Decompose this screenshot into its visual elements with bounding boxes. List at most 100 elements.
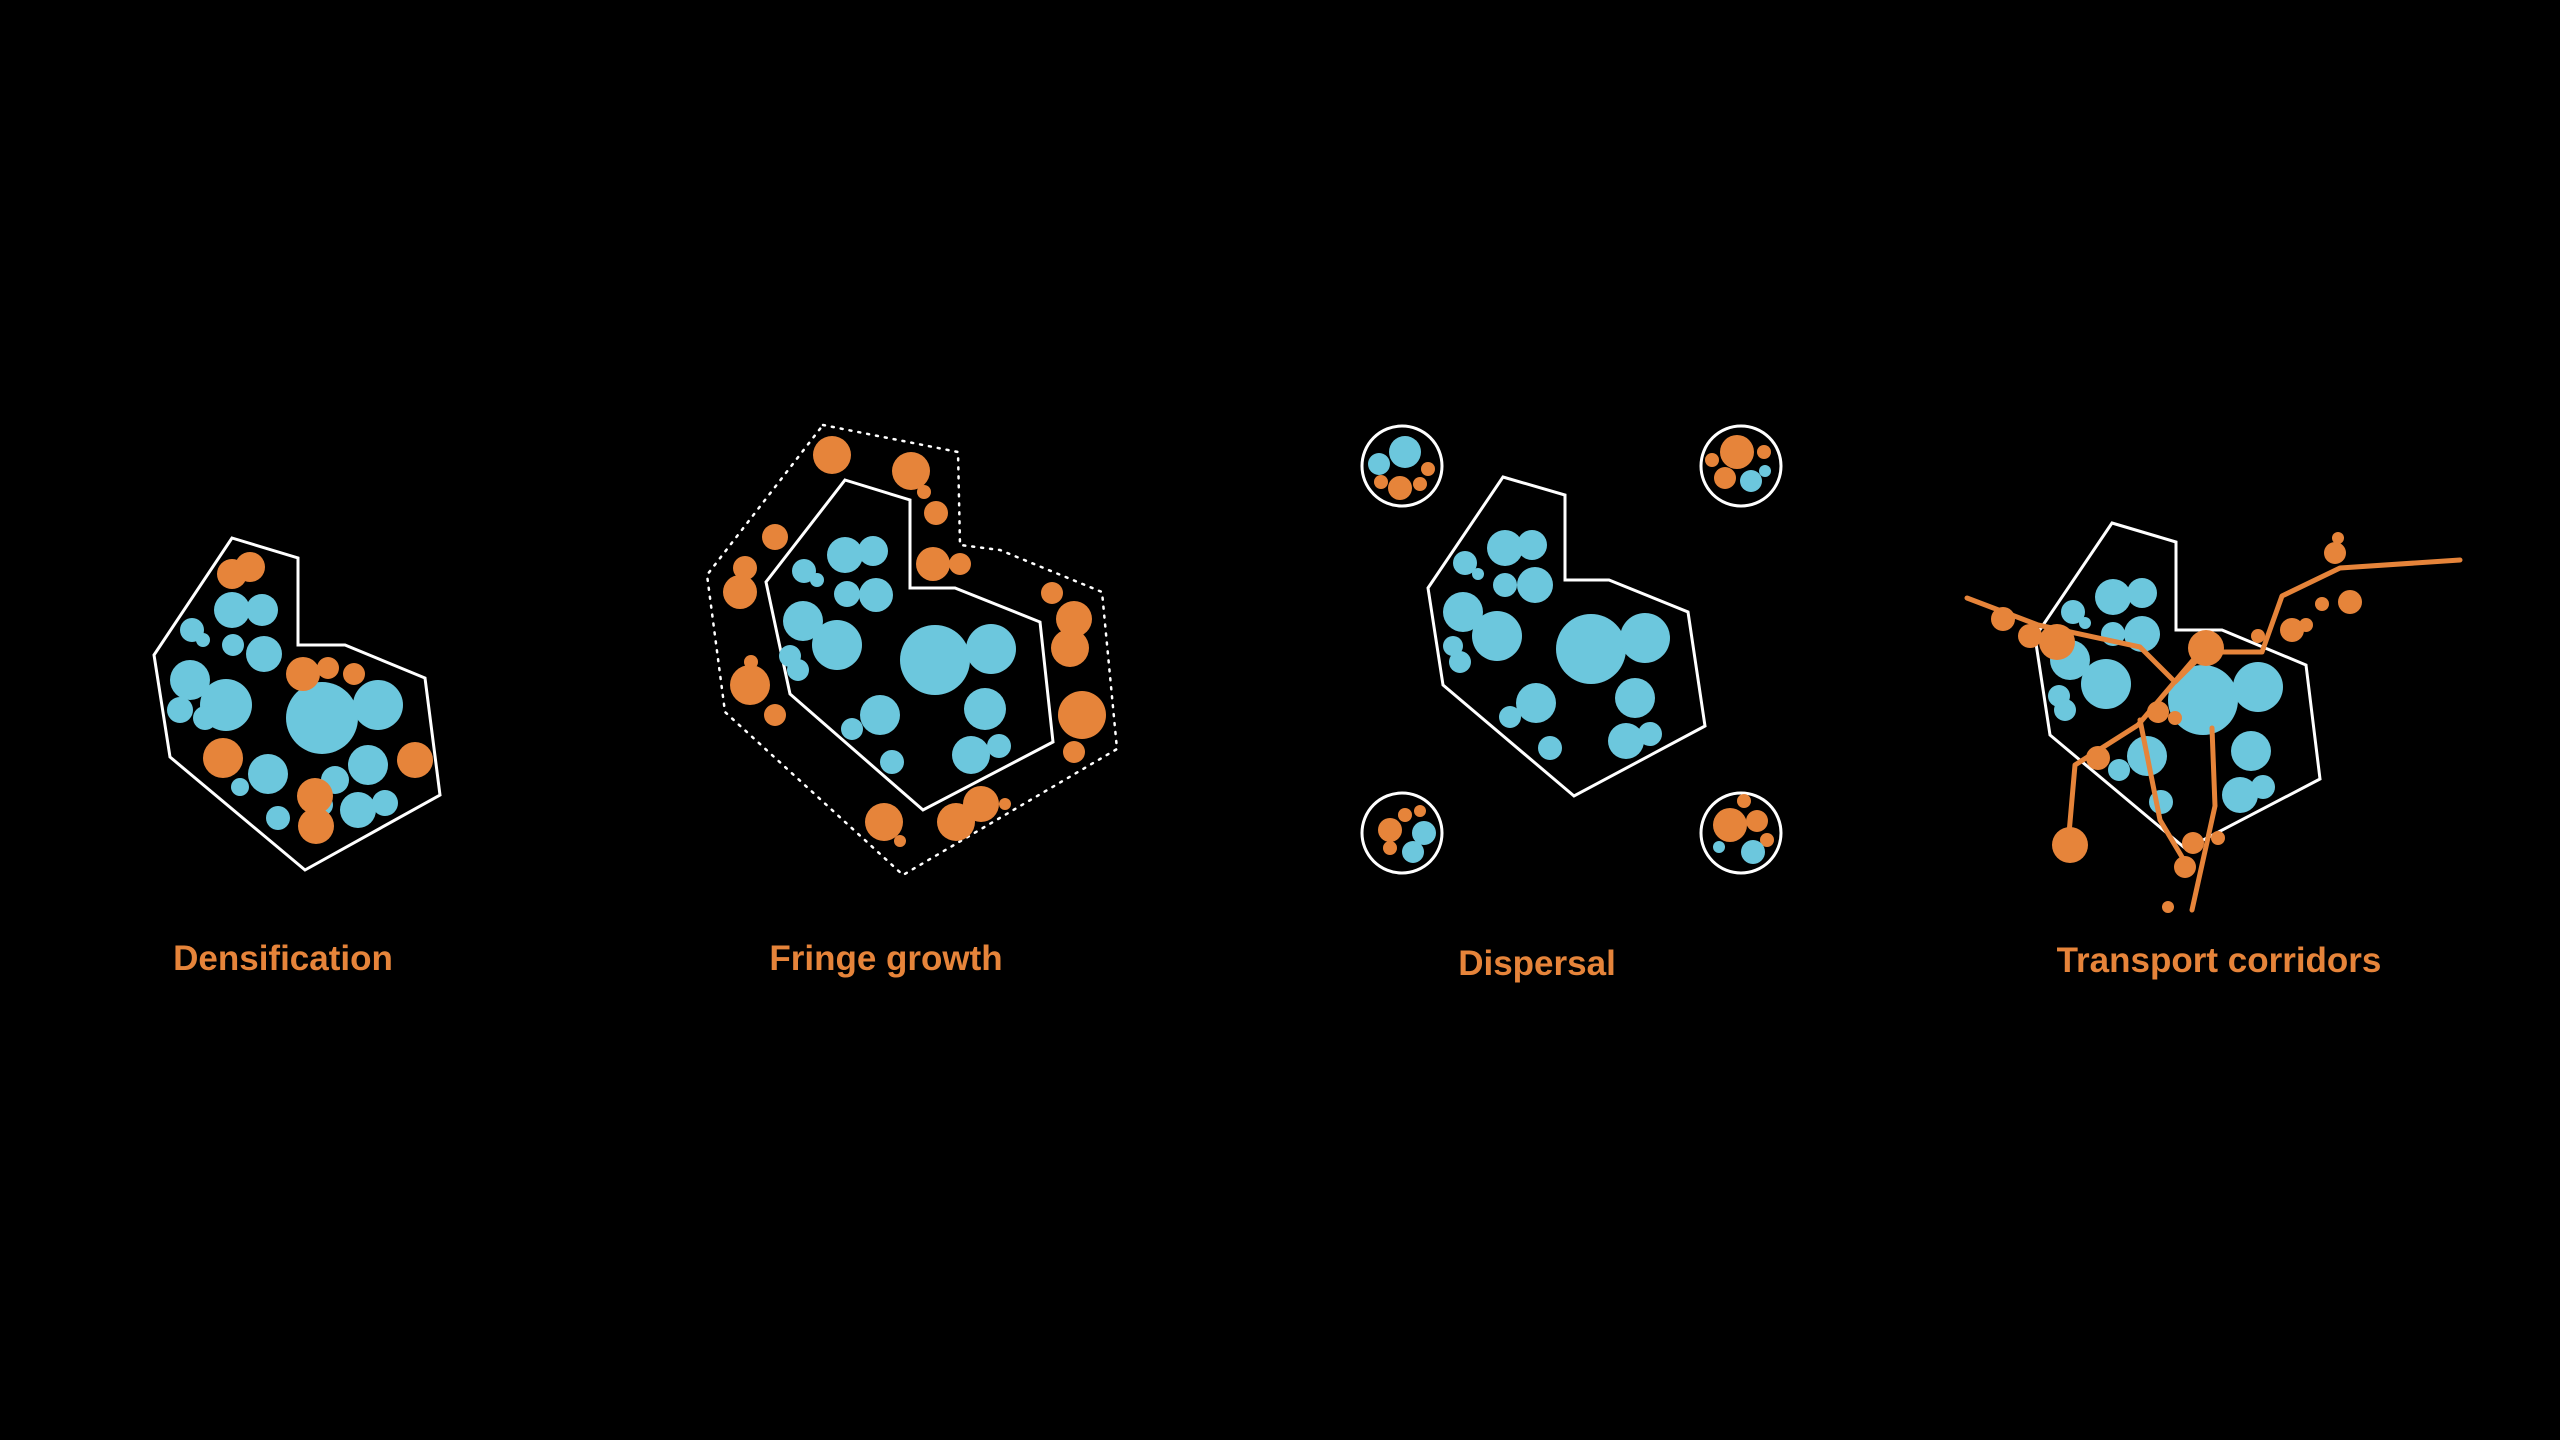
satellite-town-top-left (1360, 424, 1444, 508)
existing-development-circle (2233, 662, 2283, 712)
new-development-circle (298, 808, 334, 844)
existing-development-circle (214, 592, 250, 628)
existing-development-circle (222, 634, 244, 656)
existing-development-circle (340, 792, 376, 828)
new-development-circle (297, 778, 333, 814)
panel-transport-corridors: Transport corridors (1964, 521, 2463, 980)
existing-development-circle (196, 633, 210, 647)
existing-development-circle (1713, 841, 1725, 853)
new-development-circle (1414, 805, 1426, 817)
route-south-branch (2137, 717, 2188, 865)
new-development-circle (343, 663, 365, 685)
new-development-circle (2162, 901, 2174, 913)
new-development-circle (1056, 601, 1092, 637)
existing-development-circle (1499, 706, 1521, 728)
existing-development-circle (246, 594, 278, 626)
new-development-circle (999, 798, 1011, 810)
existing-development-circle (1493, 573, 1517, 597)
new-development-circle (2315, 597, 2329, 611)
city-boundary (1426, 475, 1707, 798)
new-development-circle (2039, 624, 2075, 660)
new-development-circle (1713, 808, 1747, 842)
new-development-circle (1378, 818, 1402, 842)
existing-development-circle (2222, 777, 2258, 813)
new-development-circle (865, 803, 903, 841)
new-development-circle (730, 665, 770, 705)
new-development-circle (235, 552, 265, 582)
existing-development-circle (1608, 723, 1644, 759)
existing-development-circle (2095, 579, 2131, 615)
expanded-boundary (705, 423, 1119, 877)
existing-development-circle (286, 682, 358, 754)
new-development-circle (2168, 711, 2182, 725)
existing-development-circle (246, 636, 282, 672)
city-boundary (152, 536, 442, 872)
existing-development-circle (1472, 611, 1522, 661)
existing-development-circle (1759, 465, 1771, 477)
new-development-circle (813, 436, 851, 474)
existing-development-circle (2054, 699, 2076, 721)
panel-label: Dispersal (1458, 944, 1616, 983)
panel-label: Transport corridors (2057, 941, 2382, 980)
existing-development-circle (2061, 600, 2085, 624)
panel-label: Densification (173, 939, 393, 978)
new-development-circle (2251, 629, 2265, 643)
transport-routes (1964, 557, 2463, 913)
new-development-circle (1051, 629, 1089, 667)
existing-development-circle (812, 620, 862, 670)
new-development-circle (286, 657, 320, 691)
new-development-circle (917, 485, 931, 499)
existing-development-circle (952, 736, 990, 774)
existing-development-circle (2251, 775, 2275, 799)
satellite-boundary (1360, 791, 1444, 875)
existing-development-circle (1538, 736, 1562, 760)
satellite-circles (1368, 436, 1435, 500)
panel-densification: Densification (152, 536, 442, 978)
existing-development-circle (810, 573, 824, 587)
existing-development-circle (880, 750, 904, 774)
new-development-circle (894, 835, 906, 847)
existing-development-circle (2231, 731, 2271, 771)
new-development-circle (2299, 618, 2313, 632)
existing-development-circle (231, 778, 249, 796)
route-south (2189, 725, 2218, 913)
existing-development-circle (792, 559, 816, 583)
panel-label: Fringe growth (769, 939, 1002, 978)
existing-development-circle (167, 697, 193, 723)
new-development-circle (2338, 590, 2362, 614)
existing-development-circle (1402, 841, 1424, 863)
existing-development-circle (2079, 617, 2091, 629)
new-development-circle (2188, 630, 2224, 666)
panel-dispersal: Dispersal (1360, 424, 1783, 983)
existing-development-circle (841, 718, 863, 740)
existing-development-circle (1740, 470, 1762, 492)
new-development-circle (1714, 467, 1736, 489)
existing-development-circle (266, 806, 290, 830)
existing-development-circle (858, 536, 888, 566)
existing-development-circle (1620, 613, 1670, 663)
new-development-circle (892, 452, 930, 490)
new-development-circle (203, 738, 243, 778)
existing-development-circle (170, 660, 210, 700)
new-development-circle (1398, 808, 1412, 822)
existing-development-circle (964, 688, 1006, 730)
existing-development-circle (2127, 578, 2157, 608)
existing-development-circle (1368, 453, 1390, 475)
new-development-circle (2211, 831, 2225, 845)
existing-development-circle (1443, 592, 1483, 632)
existing-development-circles (2048, 578, 2283, 814)
new-development-circle (317, 657, 339, 679)
existing-development-circles (167, 592, 403, 830)
new-development-circle (1746, 810, 1768, 832)
existing-development-circle (2108, 759, 2130, 781)
new-development-circle (1421, 462, 1435, 476)
existing-development-circle (1487, 530, 1523, 566)
new-development-circle (397, 742, 433, 778)
new-development-circles (1991, 532, 2362, 913)
satellite-town-bottom-left (1360, 791, 1444, 875)
new-development-circle (1374, 475, 1388, 489)
satellite-town-bottom-right (1699, 791, 1783, 875)
new-development-circle (1063, 741, 1085, 763)
